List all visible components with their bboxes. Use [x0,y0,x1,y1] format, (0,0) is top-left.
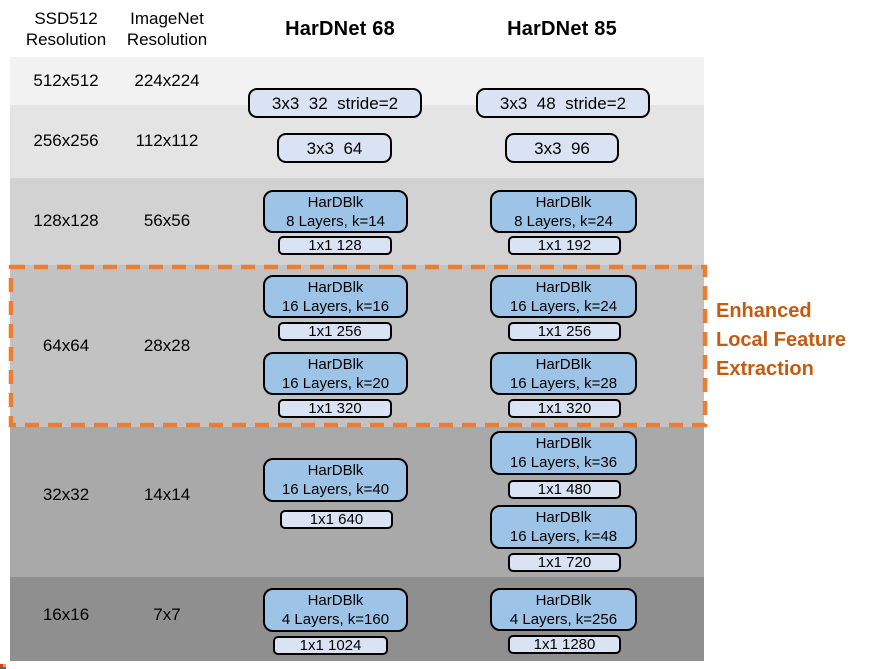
hn85-hardblk-8layers-k24: HarDBlk 8 Layers, k=24 [490,190,637,233]
hn68-conv3x3-32-stride2: 3x3 32 stride=2 [248,88,422,118]
hn85-conv3x3-96: 3x3 96 [505,133,619,163]
header-imagenet-resolution: ImageNet Resolution [126,9,208,49]
hn68-hardblk-16layers-k40: HarDBlk 16 Layers, k=40 [263,458,408,502]
hn85-conv1x1-192: 1x1 192 [508,236,621,255]
hn68-hardblk-8layers-k14: HarDBlk 8 Layers, k=14 [263,190,408,233]
corner-pixel-artifact [0,664,6,669]
annotation-enhanced-local-feature-extraction: Enhanced Local Feature Extraction [716,300,847,380]
hn85-hardblk-4layers-k256: HarDBlk 4 Layers, k=256 [490,588,637,631]
title-hardnet85: HarDNet 85 [507,18,617,40]
hn85-conv1x1-480: 1x1 480 [508,480,621,499]
ssd-res-128x128: 128x128 [33,211,99,230]
hn85-hardblk-16layers-k36: HarDBlk 16 Layers, k=36 [490,431,637,475]
artifact-blue [3,666,6,669]
ssd-res-256x256: 256x256 [33,131,99,150]
ssd-res-32x32: 32x32 [42,485,90,504]
artifact-green [0,666,3,669]
imagenet-res-224x224: 224x224 [134,71,200,90]
hn85-hardblk-16layers-k48: HarDBlk 16 Layers, k=48 [490,505,637,549]
header-ssd512-resolution: SSD512 Resolution [25,9,107,49]
artifact-yellow [3,664,6,667]
hn68-hardblk-16layers-k16: HarDBlk 16 Layers, k=16 [263,275,408,318]
ssd-res-512x512: 512x512 [33,71,99,90]
hn85-conv1x1-1280: 1x1 1280 [508,635,621,654]
hn85-conv1x1-320: 1x1 320 [508,399,621,418]
hn85-conv3x3-48-stride2: 3x3 48 stride=2 [476,88,650,118]
imagenet-res-112x112: 112x112 [135,131,199,150]
imagenet-res-14x14: 14x14 [143,485,191,504]
hn85-hardblk-16layers-k24: HarDBlk 16 Layers, k=24 [490,275,637,318]
hn68-hardblk-4layers-k160: HarDBlk 4 Layers, k=160 [263,588,408,632]
hn85-conv1x1-720: 1x1 720 [508,553,621,572]
imagenet-res-7x7: 7x7 [153,605,181,624]
hn68-conv1x1-640: 1x1 640 [280,510,393,529]
hn68-hardblk-16layers-k20: HarDBlk 16 Layers, k=20 [263,352,408,395]
ssd-res-64x64: 64x64 [42,336,90,355]
hn68-conv1x1-256: 1x1 256 [278,322,392,341]
title-hardnet68: HarDNet 68 [285,18,395,40]
imagenet-res-56x56: 56x56 [143,211,191,230]
artifact-red [0,664,3,667]
hn85-hardblk-16layers-k28: HarDBlk 16 Layers, k=28 [490,352,637,395]
hn68-conv1x1-320: 1x1 320 [278,399,392,418]
hn68-conv1x1-128: 1x1 128 [278,236,392,255]
hn68-conv1x1-1024: 1x1 1024 [273,636,388,655]
hn85-conv1x1-256: 1x1 256 [508,322,621,341]
imagenet-res-28x28: 28x28 [143,336,191,355]
hn68-conv3x3-64: 3x3 64 [277,133,392,163]
ssd-res-16x16: 16x16 [42,605,90,624]
